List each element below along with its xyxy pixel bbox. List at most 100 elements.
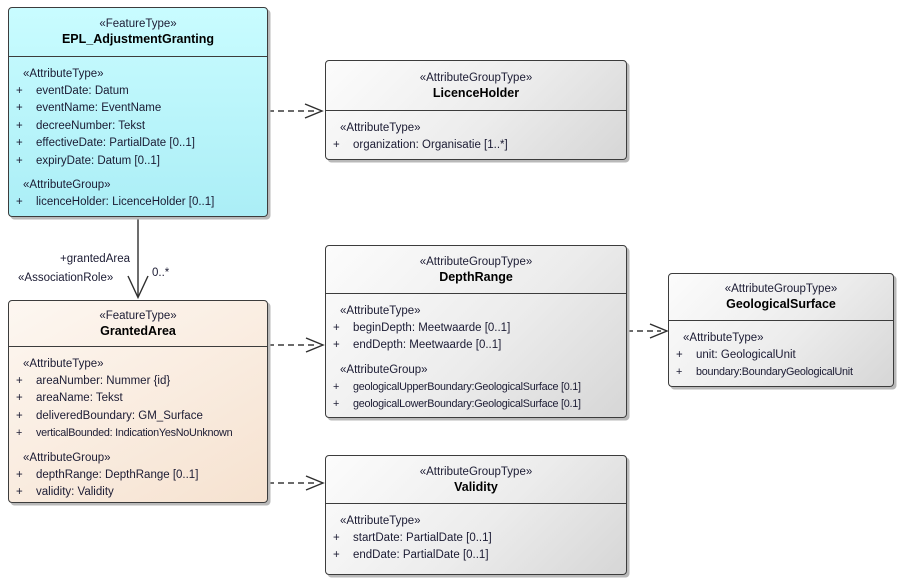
attribute-row: + geologicalLowerBoundary:GeologicalSurfa… xyxy=(326,396,626,413)
attribute-text: effectiveDate: PartialDate [0..1] xyxy=(36,137,195,150)
attribute-text: geologicalLowerBoundary:GeologicalSurfac… xyxy=(353,398,581,411)
class-header: «AttributeGroupType» Validity xyxy=(326,456,626,504)
visibility-marker: + xyxy=(16,485,23,498)
visibility-marker: + xyxy=(333,322,340,334)
class-header: «AttributeGroupType» DepthRange xyxy=(326,246,626,294)
class-title: GeologicalSurface xyxy=(726,297,836,311)
stereotype-label: «AttributeGroupType» xyxy=(419,465,533,478)
class-body: «AttributeType» + beginDepth: Meetwaarde … xyxy=(326,294,626,414)
stereotype-label: «AttributeGroupType» xyxy=(724,283,838,295)
class-title: EPL_AdjustmentGranting xyxy=(61,32,215,46)
attribute-section-header: «AttributeType» xyxy=(340,305,421,317)
association-stereotype-label: «AssociationRole» xyxy=(18,272,114,284)
class-box-epl-adjustmentgranting[interactable]: «FeatureType» EPL_AdjustmentGranting «At… xyxy=(8,7,268,217)
association-multiplicity-label: 0..* xyxy=(152,267,170,279)
attributegroup-section-header: «AttributeGroup» xyxy=(340,363,428,376)
class-title: LicenceHolder xyxy=(432,85,520,100)
attribute-text: licenceHolder: LicenceHolder [0..1] xyxy=(36,195,215,208)
class-box-grantedarea[interactable]: «FeatureType» GrantedArea «AttributeType… xyxy=(8,300,268,503)
attributegroup-section-header: «AttributeGroup» xyxy=(23,178,111,191)
attribute-row: + boundary:BoundaryGeologicalUnit xyxy=(669,364,893,381)
class-body: «AttributeType» +areaNumber: Nummer {id}… xyxy=(9,347,267,501)
attribute-row: +depthRange: DepthRange [0..1] xyxy=(9,467,267,484)
attribute-text: decreeNumber: Tekst xyxy=(36,119,146,132)
association-role-label: +grantedArea xyxy=(59,253,130,265)
attribute-text: endDate: PartialDate [0..1] xyxy=(353,549,489,562)
class-box-licenceholder[interactable]: «AttributeGroupType» LicenceHolder «Attr… xyxy=(325,60,627,160)
visibility-marker: + xyxy=(16,137,23,150)
visibility-marker: + xyxy=(16,195,23,208)
attribute-text: boundary:BoundaryGeologicalUnit xyxy=(696,366,853,379)
attributegroup-section-header: «AttributeGroup» xyxy=(23,451,111,464)
attribute-row: + decreeNumber: Tekst xyxy=(9,118,267,135)
attribute-row: + areaNumber: Nummer {id} xyxy=(9,373,267,390)
attribute-row: +deliveredBoundary: GM_Surface xyxy=(9,408,267,425)
attribute-section-header: «AttributeType» xyxy=(340,515,421,527)
attribute-text: endDepth: Meetwaarde [0..1] xyxy=(353,339,502,352)
attribute-text: organization: Organisatie [1..*] xyxy=(353,139,508,151)
dependency-depthrange-connector xyxy=(268,337,325,353)
class-title: GrantedArea xyxy=(100,323,176,338)
stereotype-label: «FeatureType» xyxy=(99,18,177,30)
attribute-row: + startDate: PartialDate [0..1] xyxy=(326,530,626,547)
attribute-row: + validity: Validity xyxy=(9,484,267,501)
visibility-marker: + xyxy=(333,380,340,393)
stereotype-label: «FeatureType» xyxy=(99,309,177,322)
attribute-text: verticalBounded: IndicationYesNoUnknown xyxy=(36,427,233,440)
class-header: «FeatureType» GrantedArea xyxy=(9,301,267,347)
attribute-row: + verticalBounded: IndicationYesNoUnknown xyxy=(9,425,267,442)
visibility-marker: + xyxy=(16,375,23,387)
visibility-marker: + xyxy=(16,102,23,115)
attribute-row: + unit: GeologicalUnit xyxy=(669,347,893,364)
attribute-text: startDate: PartialDate [0..1] xyxy=(353,532,492,544)
class-header: «AttributeGroupType» LicenceHolder xyxy=(326,61,626,111)
class-body: «AttributeType» + startDate: PartialDate … xyxy=(326,504,626,565)
attribute-text: unit: GeologicalUnit xyxy=(696,349,796,361)
dependency-validity-connector xyxy=(268,475,325,491)
dependency-licenceholder-connector xyxy=(268,103,324,119)
attribute-row: + effectiveDate: PartialDate [0..1] xyxy=(9,135,267,152)
attribute-text: geologicalUpperBoundary:GeologicalSurfac… xyxy=(353,380,581,393)
class-body: «AttributeType» + organization: Organisat… xyxy=(326,111,626,154)
attribute-row: + licenceHolder: LicenceHolder [0..1] xyxy=(9,194,267,211)
attribute-text: eventName: EventName xyxy=(36,102,162,115)
visibility-marker: + xyxy=(16,392,23,405)
dependency-geologicalsurface-connector xyxy=(627,323,669,339)
class-box-geologicalsurface[interactable]: «AttributeGroupType» GeologicalSurface «… xyxy=(668,273,894,387)
visibility-marker: + xyxy=(16,409,23,422)
class-box-depthrange[interactable]: «AttributeGroupType» DepthRange «Attribu… xyxy=(325,245,627,418)
visibility-marker: + xyxy=(16,427,23,440)
association-grantedarea-connector xyxy=(127,217,149,300)
visibility-marker: + xyxy=(16,468,23,481)
attribute-row: +eventDate: Datum xyxy=(9,83,267,100)
visibility-marker: + xyxy=(333,398,340,411)
attribute-row: + beginDepth: Meetwaarde [0..1] xyxy=(326,320,626,337)
visibility-marker: + xyxy=(333,532,340,544)
attribute-text: expiryDate: Datum [0..1] xyxy=(36,154,160,167)
attribute-row: + endDate: PartialDate [0..1] xyxy=(326,547,626,564)
visibility-marker: + xyxy=(676,366,683,379)
visibility-marker: + xyxy=(16,119,23,132)
visibility-marker: + xyxy=(16,85,23,97)
class-body: «AttributeType» +unit: GeologicalUnit +b… xyxy=(669,321,893,382)
class-header: «FeatureType» EPL_AdjustmentGranting xyxy=(9,8,267,57)
attribute-text: areaName: Tekst xyxy=(36,392,123,405)
attribute-text: areaNumber: Nummer {id} xyxy=(36,375,171,387)
visibility-marker: + xyxy=(333,139,340,151)
class-box-validity[interactable]: «AttributeGroupType» Validity «Attribute… xyxy=(325,455,627,575)
class-title: DepthRange xyxy=(439,269,513,284)
attribute-row: +expiryDate: Datum [0..1] xyxy=(9,153,267,170)
attribute-row: + geologicalUpperBoundary:GeologicalSurfa… xyxy=(326,379,626,396)
visibility-marker: + xyxy=(333,339,340,352)
attribute-row: + organization: Organisatie [1..*] xyxy=(326,137,626,154)
attribute-section-header: «AttributeType» xyxy=(340,122,421,134)
attribute-text: validity: Validity xyxy=(36,485,114,498)
visibility-marker: + xyxy=(676,349,683,361)
visibility-marker: + xyxy=(333,549,340,562)
attribute-row: + eventName: EventName xyxy=(9,100,267,117)
attribute-text: beginDepth: Meetwaarde [0..1] xyxy=(353,322,511,334)
attribute-section-header: «AttributeType» xyxy=(23,68,104,80)
class-title: Validity xyxy=(454,479,498,494)
